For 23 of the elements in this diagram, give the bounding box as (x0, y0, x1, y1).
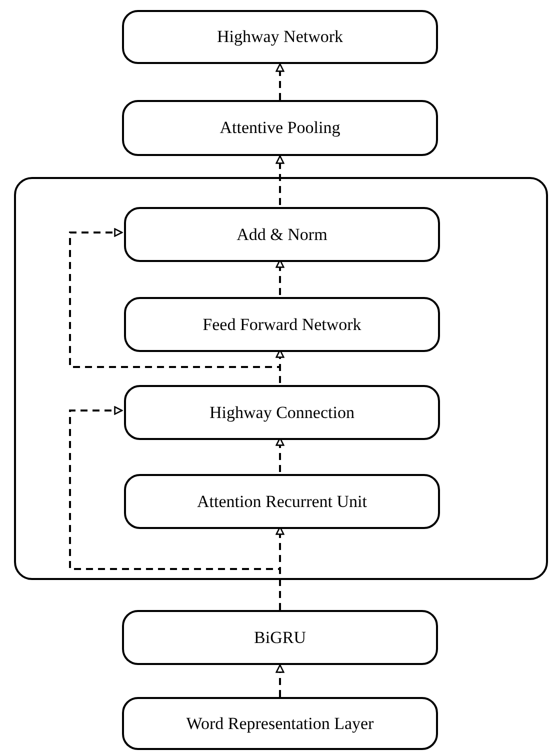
layer-box (124, 297, 440, 352)
layer-box (122, 100, 438, 156)
layer-label: Add & Norm (236, 224, 328, 246)
layer-label: Highway Connection (210, 402, 354, 424)
layer-label: Highway Network (216, 26, 344, 48)
layer-box (124, 474, 440, 529)
layer-box (122, 610, 438, 665)
dashed-arrow (69, 228, 281, 383)
layer-label: BiGRU (254, 626, 306, 649)
dashed-arrow (276, 664, 284, 697)
layer-label: Attentive Pooling (220, 117, 340, 140)
container-box (14, 177, 548, 580)
layer-label: Attention Recurrent Unit (197, 490, 367, 513)
layer-label: Feed Forward Network (202, 314, 362, 336)
layer-box (124, 385, 440, 440)
dashed-arrow (276, 259, 284, 295)
dashed-arrow (276, 437, 284, 472)
layer-box (122, 10, 438, 64)
layer-box (124, 207, 440, 262)
dashed-arrow (276, 155, 284, 205)
layer-box (122, 697, 438, 750)
dashed-arrow (276, 63, 284, 100)
layer-label: Word Representation Layer (186, 712, 374, 735)
